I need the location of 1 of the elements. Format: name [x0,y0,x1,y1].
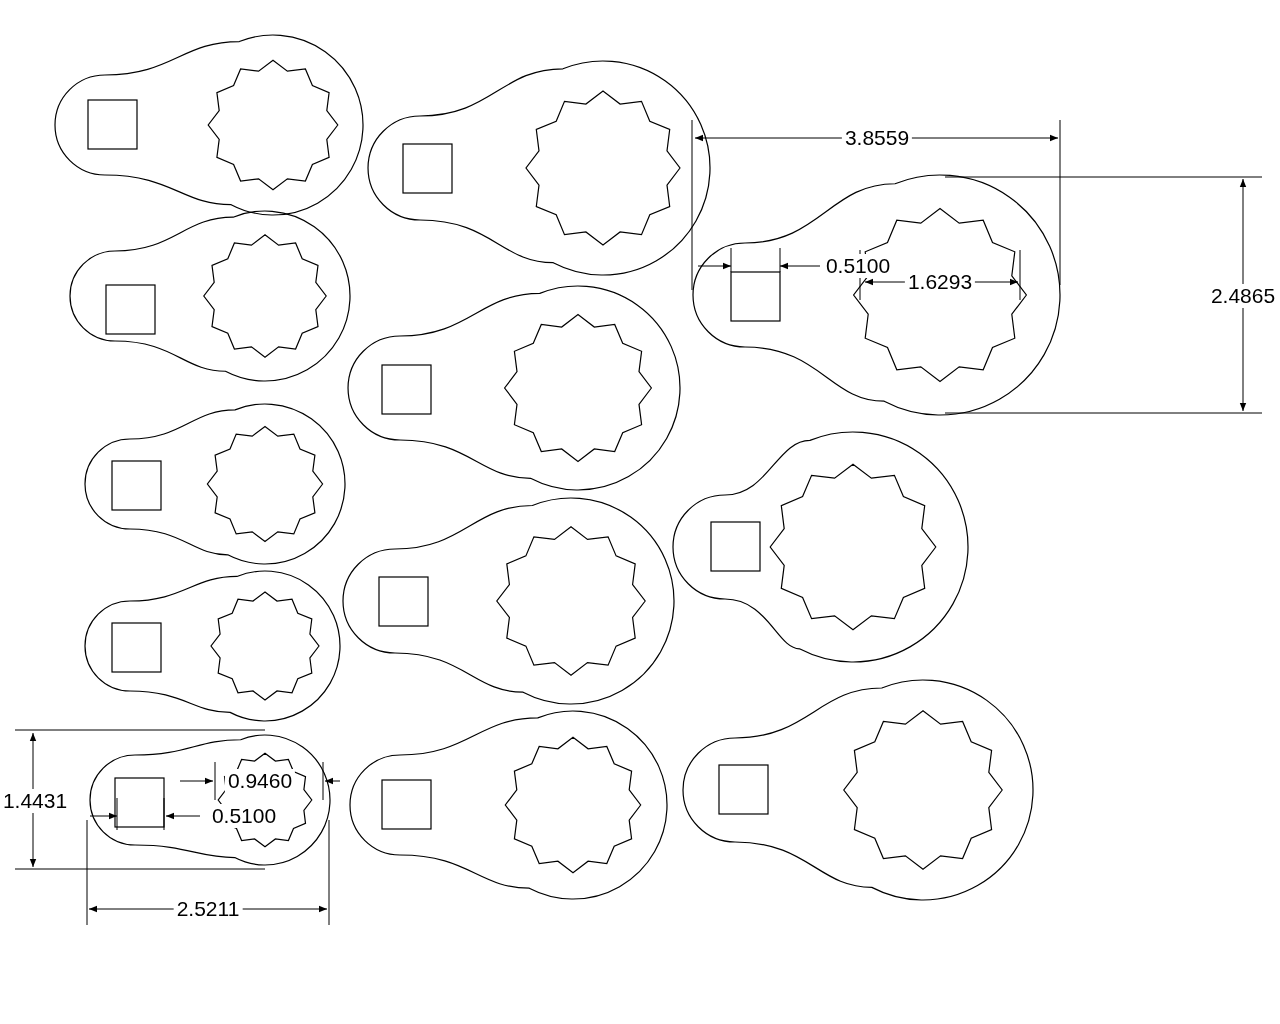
dimension-label: 0.9460 [224,769,296,793]
